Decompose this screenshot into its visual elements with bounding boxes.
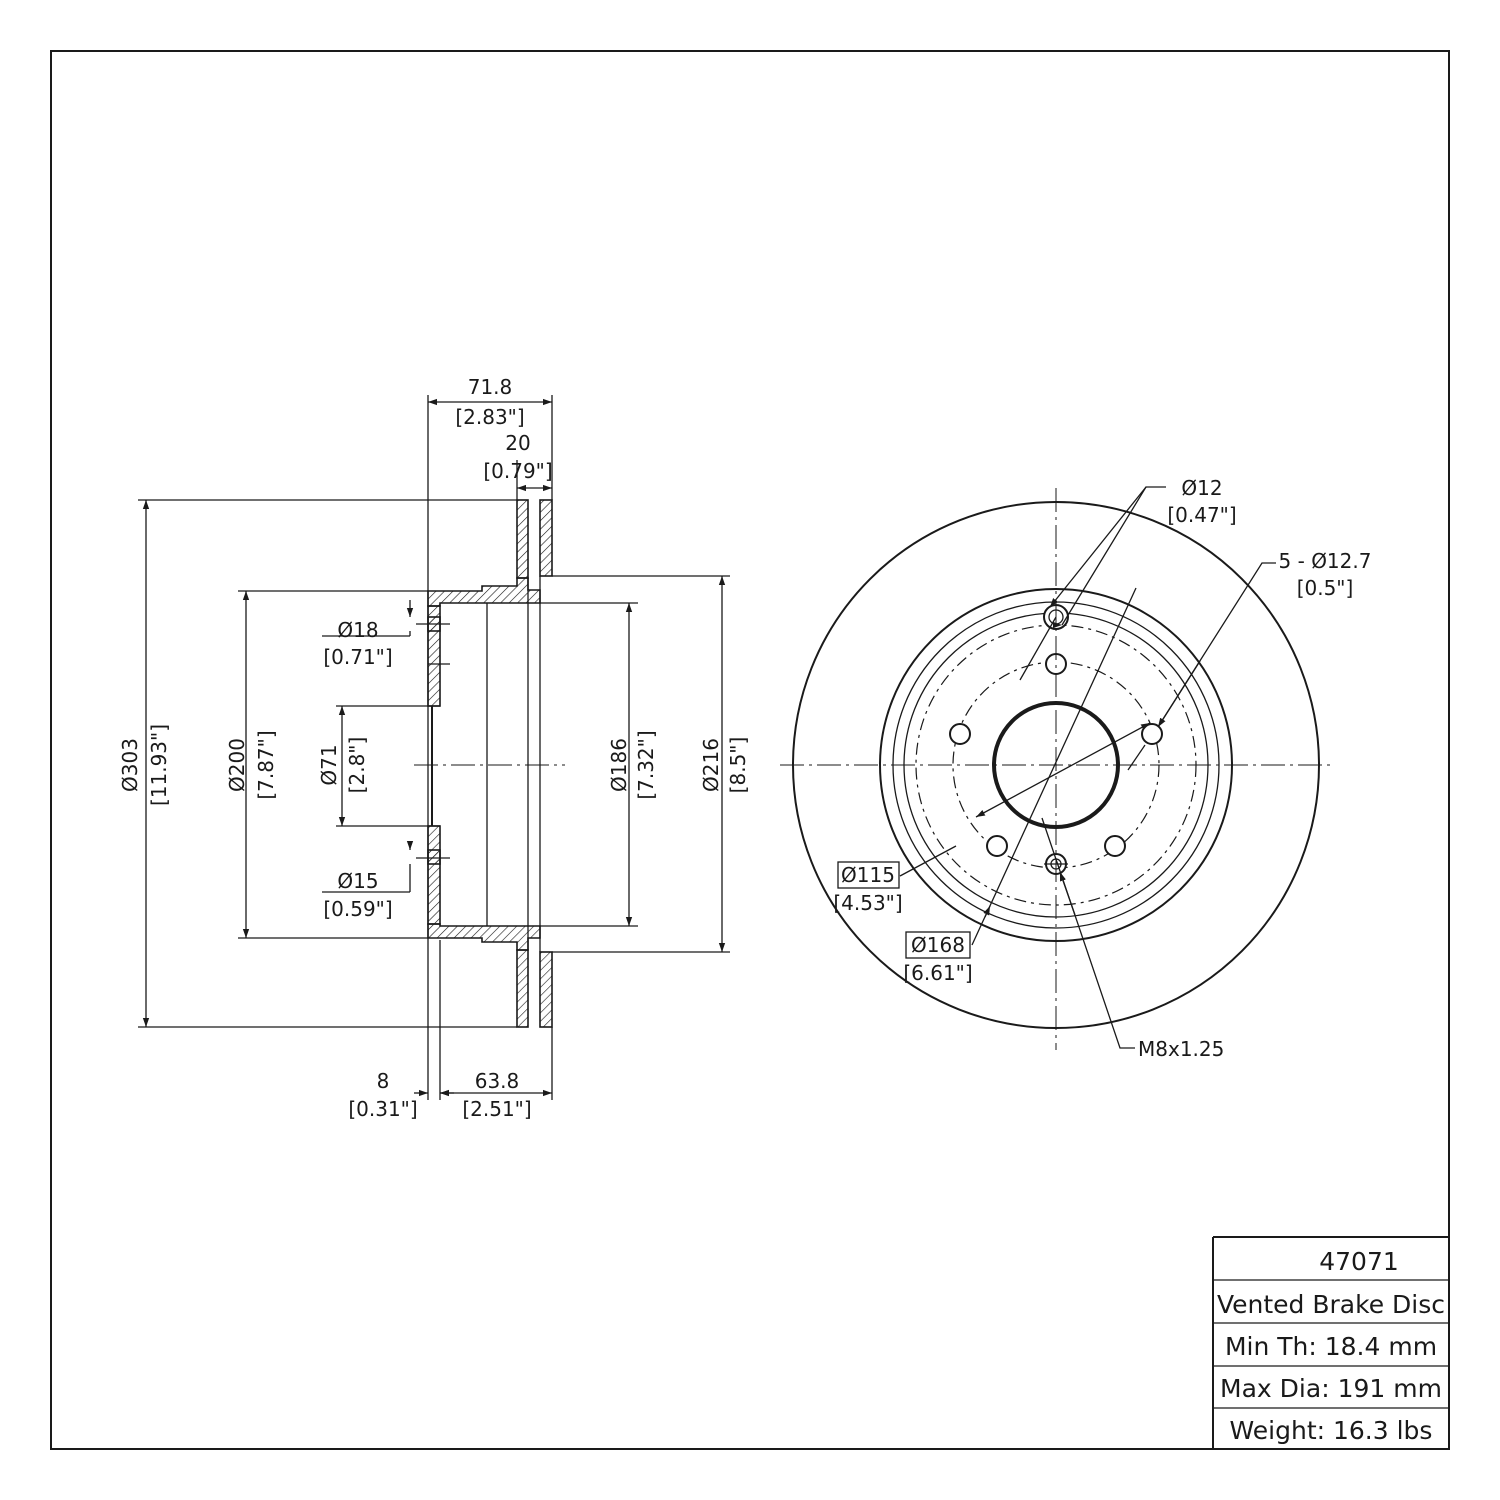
dim-outer-diameter-mm: Ø303 [118,738,142,792]
dim-hat-thickness-in: [0.31"] [348,1097,417,1121]
dim-hat-circle-in: [6.61"] [903,961,972,985]
rotor-plate-inner-lower [539,951,553,1028]
front-view: Ø12 [0.47"] 5 - Ø12.7 [0.5"] Ø115 [4.53"… [780,476,1371,1061]
hat-circle-label-box [905,931,971,959]
dim-pilot-hole-mm: Ø12 [1181,476,1222,500]
leader-lug-holes [1157,562,1276,728]
title-block: 47071 Vented Brake Disc Min Th: 18.4 mm … [1212,1236,1449,1449]
part-number: 47071 [1319,1247,1399,1276]
dim-disc-thickness-mm: 20 [505,431,530,455]
lug-hole [949,723,971,745]
dim-hat-circle-mm: Ø168 [911,933,965,957]
dim-total-height-mm: 71.8 [468,375,513,399]
dim-offset-in: [2.51"] [462,1097,531,1121]
dim-drum-inner-mm: Ø186 [607,738,631,792]
dim-drum-outer-mm: Ø216 [699,738,723,792]
dim-total-height-in: [2.83"] [455,405,524,429]
spec-min-thickness: Min Th: 18.4 mm [1225,1332,1437,1361]
rotor-plate-inner-upper [539,499,553,577]
dim-hat-diameter-mm: Ø200 [225,738,249,792]
leader-bolt-circle [899,845,957,877]
dim-outer-diameter-in: [11.93"] [147,724,171,806]
dim-bolt-circle-in: [4.53"] [833,891,902,915]
dim-hole-upper-mm: Ø18 [337,618,378,642]
hat-bottom-wall [427,923,541,951]
lug-hole [1141,723,1163,745]
dim-hat-thickness-mm: 8 [377,1069,390,1093]
part-description: Vented Brake Disc [1217,1290,1445,1319]
lug-hole [1104,835,1126,857]
dim-drum-inner-in: [7.32"] [634,730,658,799]
spec-max-diameter: Max Dia: 191 mm [1220,1374,1442,1403]
dim-hole-upper-in: [0.71"] [323,645,392,669]
side-view: 71.8 [2.83"] 20 [0.79"] Ø303 [11.93"] Ø2… [118,375,750,1121]
dim-hole-lower-mm: Ø15 [337,869,378,893]
dim-offset-mm: 63.8 [475,1069,520,1093]
lug-hole [986,835,1008,857]
dim-center-bore-in: [2.8"] [345,737,369,794]
dim-hole-lower-in: [0.59"] [323,897,392,921]
hat-face-lower [427,825,441,925]
dim-drum-outer-in: [8.5"] [726,737,750,794]
dim-bolt-circle-mm: Ø115 [841,863,895,887]
dim-lug-holes-in: [0.5"] [1297,576,1354,600]
drawing-border [50,50,1450,1450]
rotor-plate-outer-upper [516,499,529,579]
dim-pilot-hole-in: [0.47"] [1167,503,1236,527]
bolt-circle-label-box [837,861,900,889]
dim-disc-thickness-in: [0.79"] [483,459,552,483]
dim-center-bore-mm: Ø71 [317,744,341,785]
dim-hat-diameter-in: [7.87"] [254,730,278,799]
hat-top-wall [427,577,541,607]
spec-weight: Weight: 16.3 lbs [1230,1416,1433,1445]
rotor-plate-outer-lower [516,949,529,1028]
leader-hat-circle [971,587,1137,946]
dim-lug-holes-mm: 5 - Ø12.7 [1279,549,1372,573]
dim-thread: M8x1.25 [1138,1037,1224,1061]
